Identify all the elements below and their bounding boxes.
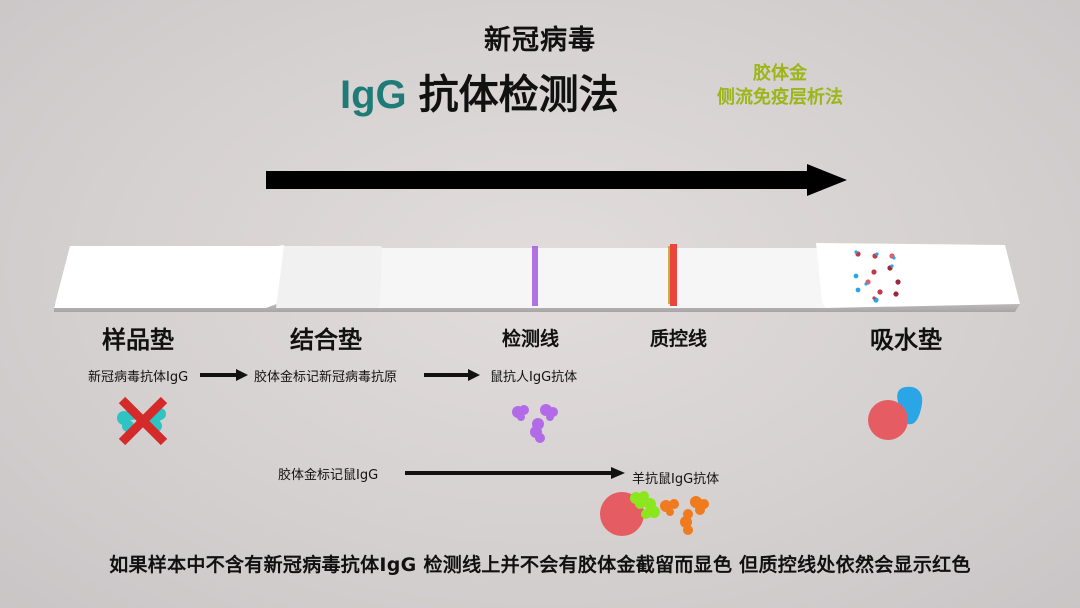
method-line2: 侧流免疫层析法: [717, 87, 843, 108]
label-control-line: 质控线: [650, 328, 708, 350]
test-line: [532, 246, 538, 306]
flow2-goat-anti-mouse-igg: 羊抗鼠IgG抗体: [632, 472, 720, 487]
absorbent-pad: [816, 243, 1020, 308]
absorbed-particles: [853, 250, 901, 303]
control-line-complex-icon: [600, 491, 709, 536]
arrow-icon: [200, 369, 248, 381]
label-absorbent-pad: 吸水垫: [870, 326, 942, 354]
conjugate-pad: [276, 246, 382, 308]
label-conjugate-pad: 结合垫: [290, 326, 362, 354]
label-test-line: 检测线: [502, 328, 560, 350]
flow1-gold-labeled-antigen: 胶体金标记新冠病毒抗原: [254, 370, 398, 385]
title-line1: 新冠病毒: [484, 25, 596, 56]
caption: 如果样本中不含有新冠病毒抗体IgG 检测线上并不会有胶体金截留而显色 但质控线处…: [109, 554, 971, 576]
flow1-mouse-anti-human-igg: 鼠抗人IgG抗体: [490, 370, 578, 385]
control-line: [668, 244, 677, 306]
label-sample-pad: 样品垫: [102, 326, 174, 354]
flow1-sars-cov2-igg: 新冠病毒抗体IgG: [88, 370, 189, 385]
flow-direction-arrow: [266, 164, 847, 196]
cross-icon: [118, 396, 168, 446]
arrow-icon: [424, 369, 480, 381]
mouse-igg: [630, 491, 660, 519]
method-subtitle: 胶体金 侧流免疫层析法: [690, 62, 870, 110]
test-strip: [54, 243, 1020, 312]
gold-antigen-conjugate-icon: [868, 386, 923, 440]
flow2-gold-labeled-mouse-igg: 胶体金标记鼠IgG: [278, 468, 379, 483]
title-igg: IgG: [340, 73, 407, 117]
absent-antibody-crossed: [117, 396, 168, 446]
sample-pad: [54, 245, 284, 308]
mouse-anti-human-igg-icon: [512, 404, 558, 443]
method-line1: 胶体金: [753, 63, 807, 84]
title-method: 抗体检测法: [418, 72, 619, 118]
goat-anti-mouse-igg: [660, 496, 709, 535]
long-arrow-icon: [405, 467, 625, 479]
nitrocellulose-membrane: [340, 248, 830, 308]
